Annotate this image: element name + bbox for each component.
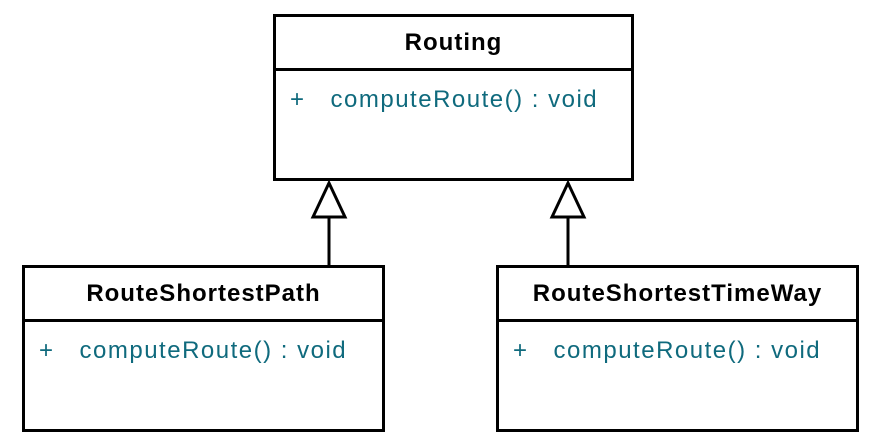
- class-members: + computeRoute() : void: [25, 322, 382, 367]
- method-signature: computeRoute() : void: [330, 86, 599, 113]
- hollow-triangle-icon: [310, 179, 348, 219]
- generalization-arrow-left: [310, 179, 348, 267]
- class-name: RouteShortestPath: [25, 268, 382, 322]
- class-members: + computeRoute() : void: [276, 71, 631, 116]
- visibility-public-symbol: +: [513, 337, 529, 364]
- visibility-public-symbol: +: [290, 86, 306, 113]
- generalization-arrow-right: [549, 179, 587, 268]
- method-row: + computeRoute() : void: [290, 84, 631, 116]
- class-box-route-shortest-time-way: RouteShortestTimeWay + computeRoute() : …: [496, 265, 859, 432]
- class-box-routing: Routing + computeRoute() : void: [273, 14, 634, 181]
- method-signature: computeRoute() : void: [553, 337, 822, 364]
- class-members: + computeRoute() : void: [499, 322, 856, 367]
- method-row: + computeRoute() : void: [39, 335, 382, 367]
- class-box-route-shortest-path: RouteShortestPath + computeRoute() : voi…: [22, 265, 385, 432]
- class-name: RouteShortestTimeWay: [499, 268, 856, 322]
- method-row: + computeRoute() : void: [513, 335, 856, 367]
- class-name: Routing: [276, 17, 631, 71]
- method-signature: computeRoute() : void: [79, 337, 348, 364]
- visibility-public-symbol: +: [39, 337, 55, 364]
- hollow-triangle-icon: [549, 179, 587, 219]
